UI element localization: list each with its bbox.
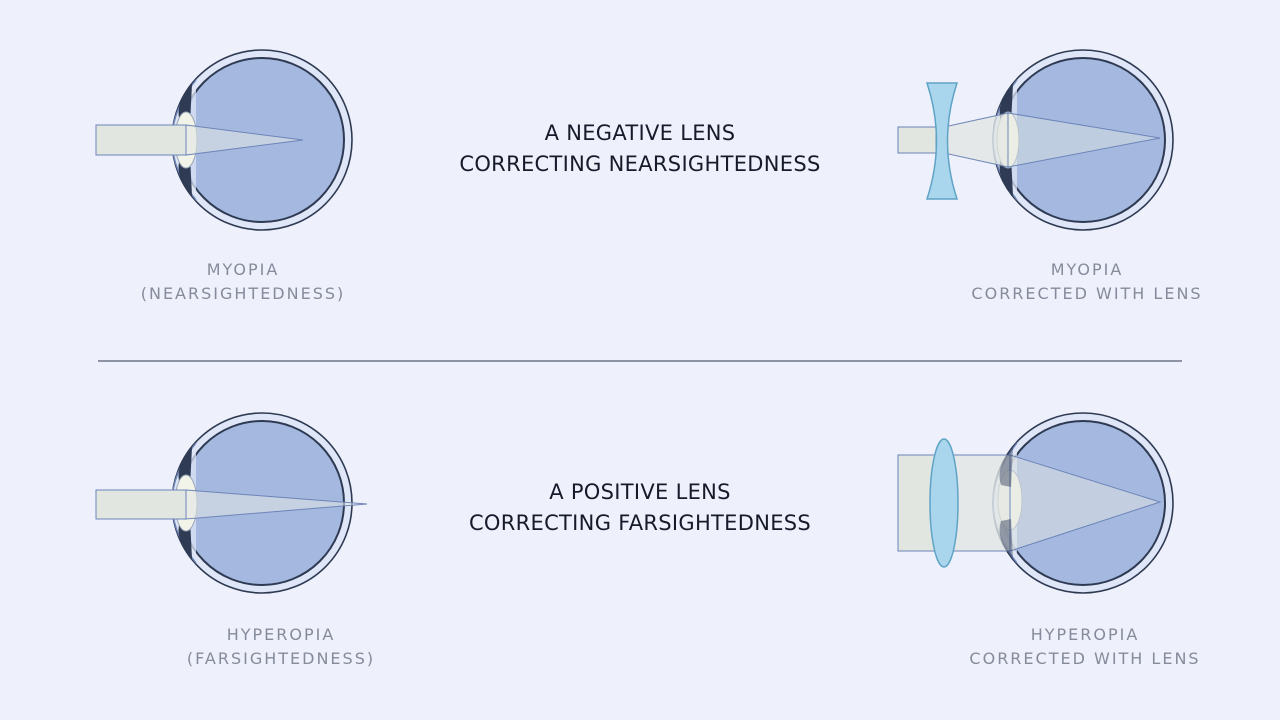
label-line-1: HYPEROPIA — [1030, 625, 1140, 644]
heading-line-1: A POSITIVE LENS — [549, 480, 731, 504]
label-myopia-corrected: MYOPIA CORRECTED WITH LENS — [907, 258, 1267, 306]
negative-lens — [925, 82, 959, 200]
eye-myopia — [95, 49, 353, 231]
label-myopia: MYOPIA (NEARSIGHTEDNESS) — [63, 258, 423, 306]
iris-upper — [999, 447, 1013, 487]
converging-light — [185, 489, 368, 520]
label-line-1: MYOPIA — [206, 260, 280, 279]
incoming-light — [897, 126, 937, 154]
diverged-light — [943, 112, 1009, 168]
eye-hyperopia-corrected — [897, 412, 1174, 594]
heading-line-1: A NEGATIVE LENS — [544, 121, 736, 145]
converging-light — [185, 124, 304, 156]
iris-lower — [999, 519, 1013, 559]
label-line-2: (FARSIGHTEDNESS) — [186, 649, 376, 668]
focused-light — [1007, 112, 1161, 168]
incoming-light — [95, 124, 187, 156]
label-line-1: HYPEROPIA — [226, 625, 336, 644]
label-hyperopia: HYPEROPIA (FARSIGHTEDNESS) — [101, 623, 461, 671]
eye-myopia-corrected — [897, 49, 1174, 231]
heading-positive-lens: A POSITIVE LENS CORRECTING FARSIGHTEDNES… — [380, 477, 900, 539]
label-line-2: (NEARSIGHTEDNESS) — [140, 284, 346, 303]
heading-line-2: CORRECTING NEARSIGHTEDNESS — [459, 152, 821, 176]
eye-hyperopia — [95, 412, 368, 594]
heading-line-2: CORRECTING FARSIGHTEDNESS — [468, 511, 812, 535]
label-line-2: CORRECTED WITH LENS — [971, 284, 1203, 303]
incoming-light — [95, 489, 187, 520]
heading-negative-lens: A NEGATIVE LENS CORRECTING NEARSIGHTEDNE… — [380, 118, 900, 180]
label-line-2: CORRECTED WITH LENS — [969, 649, 1201, 668]
positive-lens — [929, 438, 959, 568]
refracted-light — [949, 454, 1011, 552]
label-line-1: MYOPIA — [1050, 260, 1124, 279]
focused-light — [1009, 454, 1162, 552]
label-hyperopia-corrected: HYPEROPIA CORRECTED WITH LENS — [905, 623, 1265, 671]
